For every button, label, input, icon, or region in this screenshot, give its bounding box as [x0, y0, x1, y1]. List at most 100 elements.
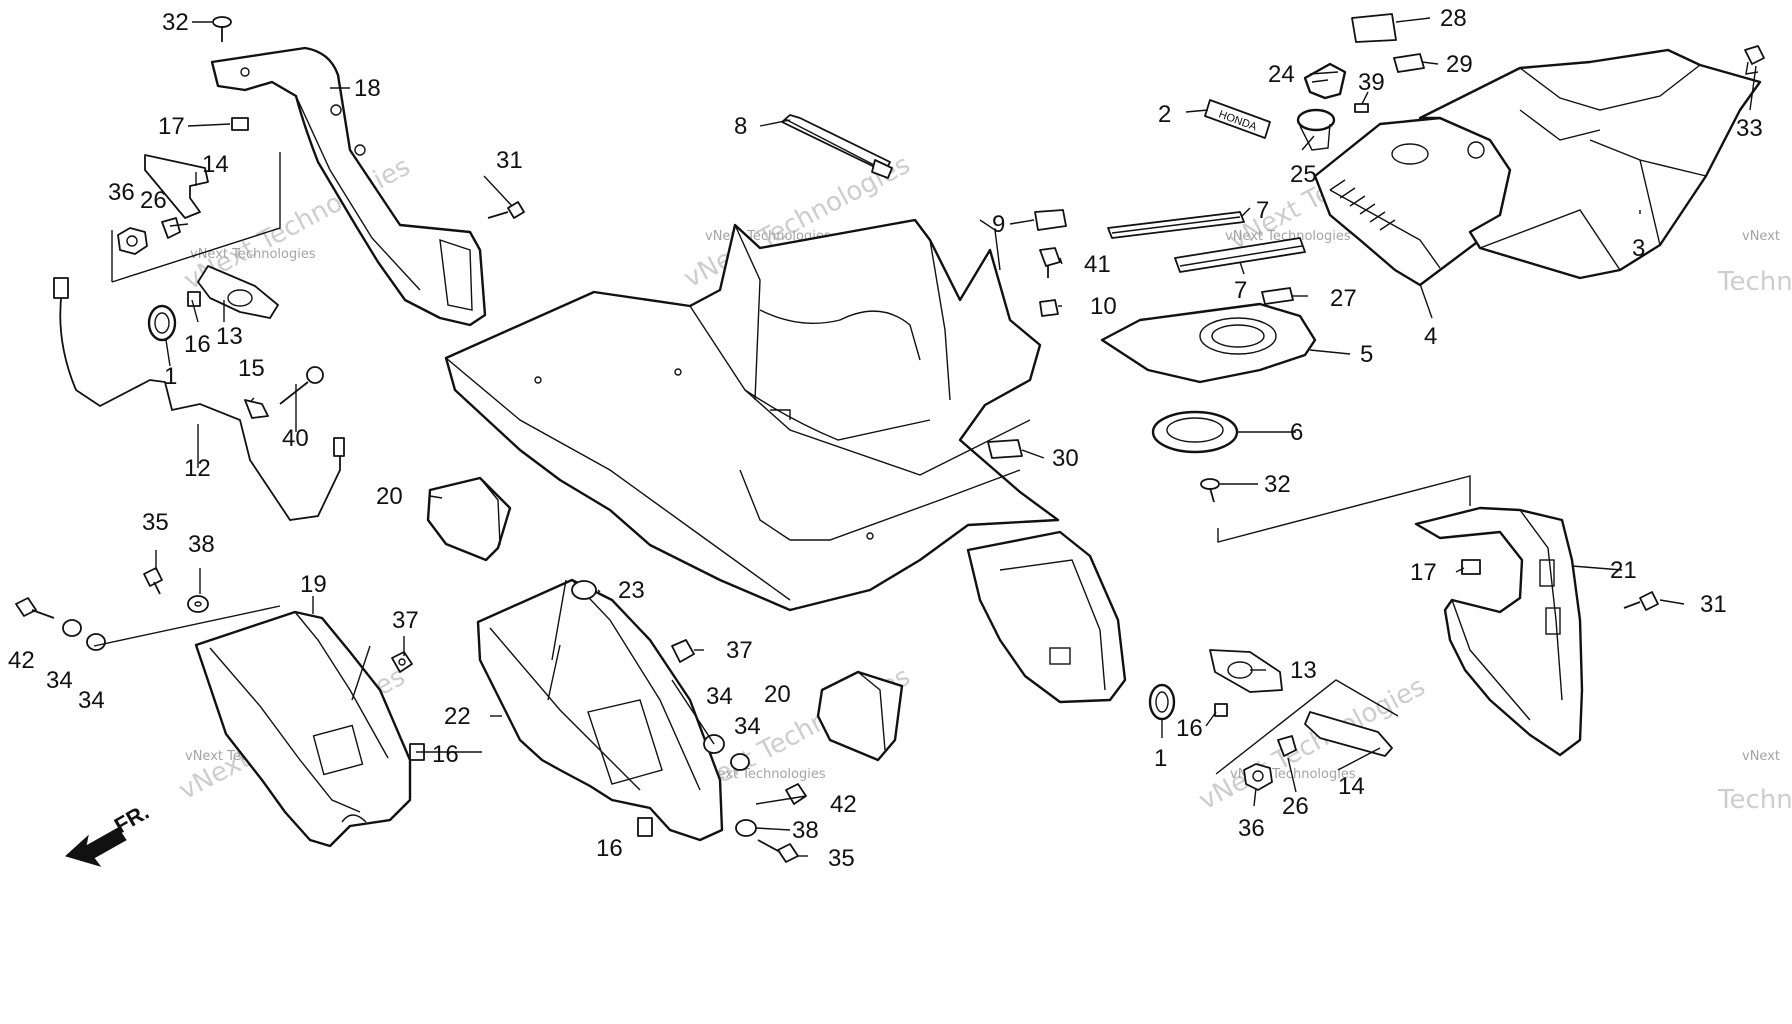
plate-13 [197, 265, 279, 319]
callout-23: 23 [618, 577, 645, 604]
callout-36b: 36 [1238, 815, 1265, 842]
side-cover-bracket-18 [210, 46, 487, 327]
callout-1: 1 [164, 363, 177, 390]
callout-1b: 1 [1154, 745, 1167, 772]
bolt-26 [161, 217, 189, 239]
callout-19: 19 [300, 571, 327, 598]
callout-41: 41 [1084, 251, 1111, 278]
watermark: Techn [1717, 785, 1792, 815]
watermark: Techn [1717, 267, 1792, 297]
bolt-26-right [1277, 735, 1297, 757]
callout-30: 30 [1052, 445, 1079, 472]
callout-26: 26 [140, 187, 167, 214]
callout-12: 12 [184, 455, 211, 482]
callout-38b: 38 [792, 817, 819, 844]
leader-frame-left [111, 152, 281, 283]
cover-20-left [426, 476, 512, 562]
washer-38-left [187, 595, 209, 613]
callout-18: 18 [354, 75, 381, 102]
callout-34d: 34 [734, 713, 761, 740]
callout-13: 13 [216, 323, 243, 350]
nut-23 [571, 580, 597, 600]
callout-37b: 37 [726, 637, 753, 664]
label-28 [1351, 13, 1397, 43]
bolt-31 [487, 201, 525, 219]
strip-7-lower [1174, 237, 1306, 273]
callout-29: 29 [1446, 51, 1473, 78]
nut-37-center [671, 639, 695, 663]
screw-32-right [1200, 478, 1220, 503]
front-arrow: FR. [65, 799, 153, 867]
callout-35: 35 [142, 509, 169, 536]
callout-35b: 35 [828, 845, 855, 872]
bolt-41 [1039, 247, 1061, 278]
callout-31: 31 [496, 147, 523, 174]
washer-38-center [735, 819, 757, 837]
callout-33: 33 [1736, 115, 1763, 142]
clip-17-right [1461, 559, 1481, 575]
callout-14b: 14 [1338, 773, 1365, 800]
callout-32b: 32 [1264, 471, 1291, 498]
strap-14-right [1304, 711, 1393, 757]
fender-inner-flap [966, 530, 1127, 704]
badge-2: HONDA [1204, 99, 1271, 139]
cover-4 [1313, 116, 1512, 287]
callout-9: 9 [992, 211, 1005, 238]
callout-26b: 26 [1282, 793, 1309, 820]
bolt-31-right [1623, 591, 1659, 611]
watermark: vNext Technologies [1194, 672, 1430, 816]
callout-24: 24 [1268, 61, 1295, 88]
callout-25: 25 [1290, 161, 1317, 188]
nut-10 [1039, 299, 1059, 317]
watermark: vNext [1742, 749, 1780, 764]
bolt-42-left [15, 597, 55, 619]
nut-36 [117, 227, 148, 255]
callout-7: 7 [1256, 197, 1269, 224]
callout-20b: 20 [764, 681, 791, 708]
label-9 [1034, 209, 1067, 231]
bolt-42-center [785, 783, 807, 805]
callout-4: 4 [1424, 323, 1437, 350]
washer-34-left-a [62, 619, 82, 637]
callout-3: 3 [1632, 235, 1645, 262]
callout-34b: 34 [78, 687, 105, 714]
nut-36-right [1243, 763, 1273, 791]
callout-2: 2 [1158, 101, 1171, 128]
rear-fender-3 [1418, 48, 1762, 280]
clip-17 [231, 117, 249, 131]
callout-42: 42 [8, 647, 35, 674]
label-27 [1261, 287, 1294, 305]
screw-32 [212, 16, 232, 42]
leader-19 [93, 605, 371, 701]
clip-16 [187, 291, 201, 307]
washer-34-center-b [730, 753, 750, 771]
plate-13-right [1209, 649, 1283, 693]
leader-lines [155, 17, 1757, 857]
nut-37-left [391, 651, 413, 673]
callout-16b: 16 [432, 741, 459, 768]
grommet-1-right [1148, 683, 1176, 721]
label-39 [1354, 103, 1369, 113]
leader-frame-right [1217, 475, 1471, 543]
clip-15 [244, 399, 269, 419]
watermark: vNext [1742, 229, 1780, 244]
bolt-40 [279, 366, 324, 405]
callout-42b: 42 [830, 791, 857, 818]
callout-17b: 17 [1410, 559, 1437, 586]
callout-16: 16 [184, 331, 211, 358]
callout-15: 15 [238, 355, 265, 382]
callout-5: 5 [1360, 341, 1373, 368]
callout-17: 17 [158, 113, 185, 140]
clip-16-right [1214, 703, 1228, 717]
callout-20: 20 [376, 483, 403, 510]
callout-36: 36 [108, 179, 135, 206]
callout-7b: 7 [1234, 277, 1247, 304]
callout-34: 34 [46, 667, 73, 694]
grommet-1 [147, 304, 177, 342]
washer-34-left-b [86, 633, 106, 651]
callout-34c: 34 [706, 683, 733, 710]
callout-39: 39 [1358, 69, 1385, 96]
callout-40: 40 [282, 425, 309, 452]
bracket-21 [1414, 506, 1584, 757]
